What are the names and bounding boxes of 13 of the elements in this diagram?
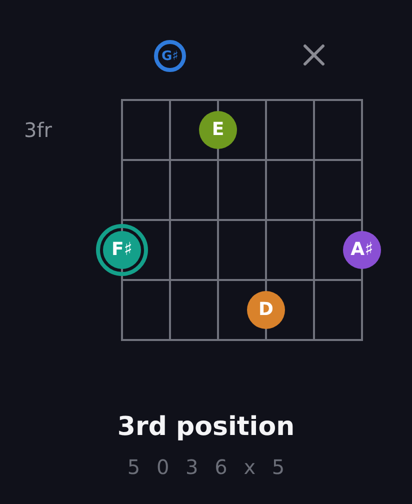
note-name: F♯ bbox=[111, 241, 132, 259]
note-name: D bbox=[258, 301, 274, 319]
root-finger-dot bbox=[96, 224, 148, 276]
open-string-ring bbox=[154, 40, 186, 72]
note-name: E bbox=[212, 121, 224, 139]
finger-dot bbox=[247, 291, 285, 329]
finger-dot bbox=[343, 231, 381, 269]
note-name: G♯ bbox=[162, 50, 178, 62]
fret-sequence: 5 0 3 6 x 5 bbox=[126, 456, 290, 478]
chord-title: 3rd position bbox=[117, 413, 295, 442]
note-name: A♯ bbox=[350, 241, 374, 259]
fret-number: 3fr bbox=[24, 119, 52, 141]
finger-dot bbox=[199, 111, 237, 149]
